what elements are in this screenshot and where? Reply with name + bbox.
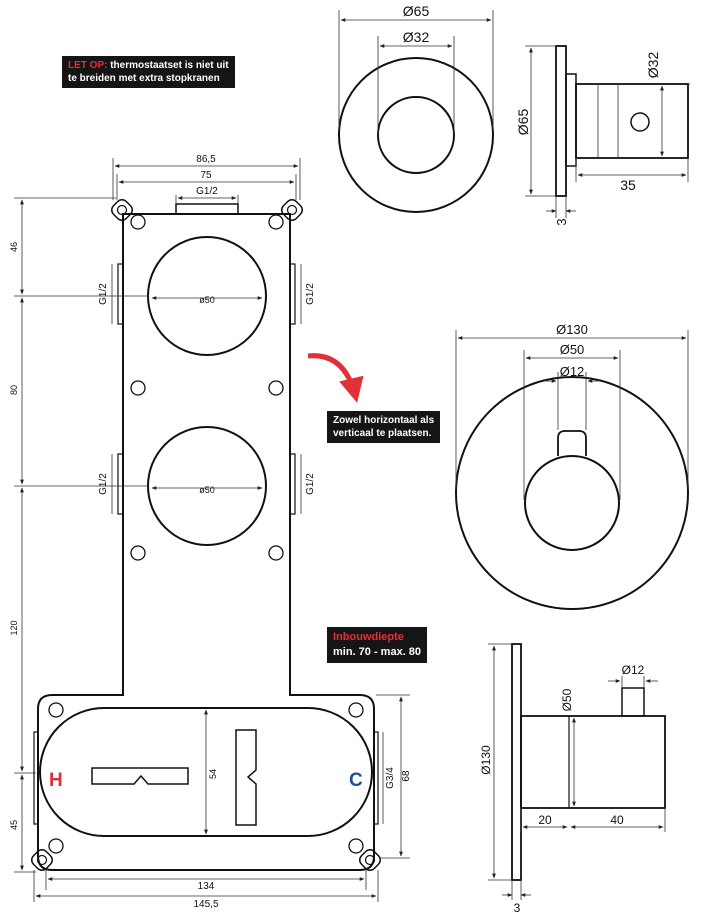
side2-height-diameter: Ø130 (479, 745, 493, 775)
rosette-pin-diameter: Ø12 (560, 364, 585, 379)
front-outer-diameter: Ø65 (403, 3, 430, 19)
side-plate-thickness: 3 (554, 218, 569, 225)
base-thread: G3/4 (385, 767, 396, 789)
side-height-diameter: Ø65 (515, 109, 531, 136)
side-knob-diameter: Ø32 (645, 52, 661, 79)
rosette-outer-diameter: Ø130 (556, 322, 588, 337)
side2-pin-diameter: Ø12 (622, 663, 645, 677)
letop-text-1: thermostaatset is niet uit (107, 60, 229, 71)
orientation-line-1: Zowel horizontaal als (333, 415, 435, 426)
side2-length-2: 40 (610, 813, 624, 827)
dim-120: 120 (9, 620, 19, 635)
side-view-large: Ø12 Ø50 Ø130 20 40 3 (479, 643, 666, 915)
right-thread-1: G1/2 (305, 283, 316, 305)
base-width-inner: 134 (198, 881, 215, 892)
depth-note: Inbouwdiepte min. 70 - max. 80 (327, 627, 428, 663)
base-height: 68 (401, 770, 412, 782)
front-inner-diameter: Ø32 (403, 29, 430, 45)
body-width-outer: 86,5 (196, 154, 216, 165)
orientation-note: Zowel horizontaal als verticaal te plaat… (327, 411, 441, 443)
circle-1-diameter: ø50 (199, 295, 215, 305)
mounting-box: ø50 ø50 54 H C (31, 199, 381, 871)
left-thread-1: G1/2 (98, 283, 109, 305)
large-rosette: Ø130 Ø50 Ø12 (455, 322, 689, 610)
left-thread-2: G1/2 (98, 473, 109, 495)
side2-body-diameter: Ø50 (560, 688, 574, 711)
hot-label: H (49, 770, 63, 791)
letop-label: LET OP: (68, 60, 108, 71)
dim-45: 45 (9, 820, 19, 830)
side2-length-1: 20 (538, 813, 552, 827)
rosette-mid-diameter: Ø50 (560, 342, 585, 357)
top-thread: G1/2 (196, 186, 218, 197)
depth-value: min. 70 - max. 80 (333, 646, 422, 658)
right-thread-2: G1/2 (305, 473, 316, 495)
depth-title: Inbouwdiepte (333, 631, 404, 643)
letop-text-2: te breiden met extra stopkranen (68, 73, 220, 84)
rotation-arrow (307, 353, 364, 403)
mounting-box-dimensions: 86,5 75 G1/2 46 80 120 45 G1/2 G1/2 G1/2… (9, 154, 412, 910)
cold-label: C (349, 770, 363, 791)
side-view-small: Ø65 Ø32 35 3 (515, 45, 690, 226)
orientation-line-2: verticaal te plaatsen. (333, 428, 432, 439)
dim-80: 80 (9, 385, 19, 395)
side-length: 35 (620, 177, 636, 193)
dim-46: 46 (9, 242, 19, 252)
front-view-rosette: Ø65 Ø32 (338, 3, 494, 213)
base-inner-height: 54 (208, 769, 218, 779)
side2-plate-thickness: 3 (514, 901, 521, 915)
body-width-inner: 75 (200, 170, 212, 181)
circle-2-diameter: ø50 (199, 485, 215, 495)
base-width-outer: 145,5 (193, 899, 218, 910)
letop-note: LET OP: thermostaatset is niet uit te br… (62, 56, 235, 88)
